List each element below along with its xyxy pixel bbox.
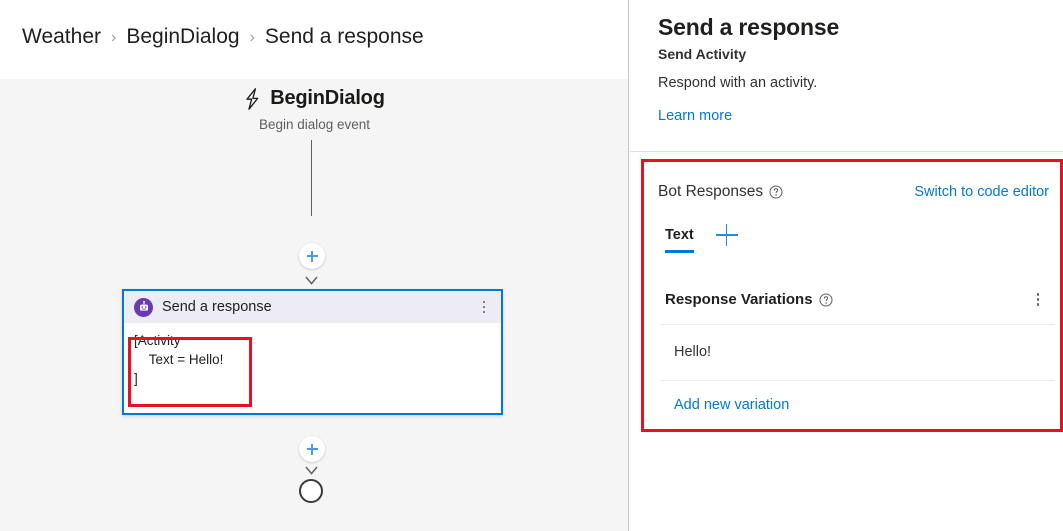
plus-icon[interactable] [715, 224, 738, 246]
add-action-button-bottom[interactable] [299, 436, 325, 462]
trigger-title: BeginDialog [270, 87, 385, 109]
response-variations-label-group: Response Variations [665, 291, 833, 308]
breadcrumb: Weather › BeginDialog › Send a response [22, 25, 424, 49]
more-options-icon[interactable] [1031, 292, 1045, 308]
help-circle-icon[interactable] [819, 293, 833, 307]
response-variation-item[interactable]: Hello! [674, 344, 712, 360]
bot-responses-header: Bot Responses Switch to code editor [658, 183, 1049, 201]
breadcrumb-item-begindialog[interactable]: BeginDialog [126, 25, 240, 48]
bot-icon [134, 297, 153, 317]
connector-arrow-top [305, 276, 318, 285]
card-header: Send a response [124, 291, 501, 323]
panel-subtitle: Send Activity [658, 46, 747, 62]
add-new-variation-link[interactable]: Add new variation [674, 397, 790, 413]
panel-header: Send a response Send Activity Respond wi… [630, 0, 1063, 125]
end-of-dialog-node[interactable] [299, 479, 323, 503]
trigger-node[interactable]: BeginDialog Begin dialog event [0, 87, 629, 132]
connector-arrow-bottom [305, 466, 318, 475]
breadcrumb-separator-icon: › [111, 29, 117, 46]
properties-panel: Send a response Send Activity Respond wi… [630, 0, 1063, 531]
list-separator [660, 380, 1055, 381]
panel-title: Send a response [658, 14, 840, 40]
panel-description: Respond with an activity. [658, 75, 818, 91]
panel-divider-rule [630, 151, 1063, 152]
more-options-icon[interactable] [477, 299, 491, 315]
connector-line-top [311, 140, 313, 216]
help-circle-icon[interactable] [769, 185, 783, 199]
add-action-button-top[interactable] [299, 243, 325, 269]
learn-more-link[interactable]: Learn more [658, 108, 733, 124]
tab-text[interactable]: Text [665, 227, 694, 253]
list-separator [660, 324, 1055, 325]
trigger-subtitle: Begin dialog event [258, 116, 371, 132]
bot-responses-label-group: Bot Responses [658, 183, 783, 201]
response-variations-header: Response Variations [665, 291, 1045, 308]
response-type-tabs: Text [665, 224, 738, 256]
lightning-bolt-icon [244, 87, 261, 110]
breadcrumb-item-send-a-response[interactable]: Send a response [264, 25, 424, 48]
bot-responses-section: Bot Responses Switch to code editor Text… [641, 159, 1063, 432]
send-a-response-card[interactable]: Send a response [Activity Text = Hello! … [122, 289, 503, 415]
trigger-title-row: BeginDialog [244, 87, 385, 110]
breadcrumb-item-weather[interactable]: Weather [22, 25, 101, 48]
response-variations-label: Response Variations [665, 291, 813, 308]
bot-responses-label: Bot Responses [658, 183, 764, 200]
dialog-canvas-pane: Weather › BeginDialog › Send a response … [0, 25, 629, 503]
switch-to-code-editor-link[interactable]: Switch to code editor [914, 184, 1049, 200]
breadcrumb-separator-icon: › [249, 29, 255, 46]
card-title: Send a response [162, 299, 272, 315]
card-body-text: [Activity Text = Hello! ] [134, 333, 224, 386]
pane-divider [628, 0, 629, 531]
